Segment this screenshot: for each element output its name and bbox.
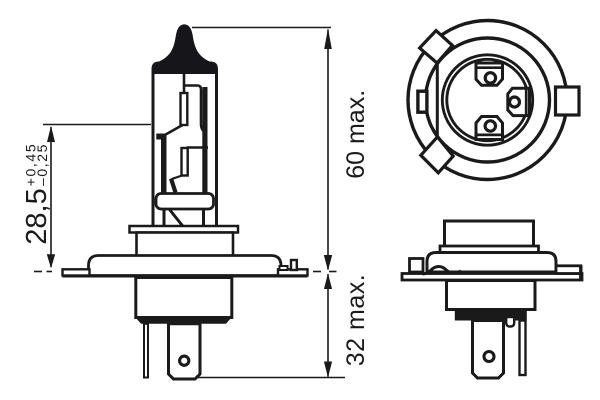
svg-text:+0,45: +0,45	[23, 143, 39, 186]
svg-text:60 max.: 60 max.	[342, 90, 370, 179]
svg-text:–0,25: –0,25	[34, 143, 50, 186]
svg-text:28,5: 28,5	[21, 188, 53, 244]
svg-text:32 max.: 32 max.	[342, 274, 370, 366]
